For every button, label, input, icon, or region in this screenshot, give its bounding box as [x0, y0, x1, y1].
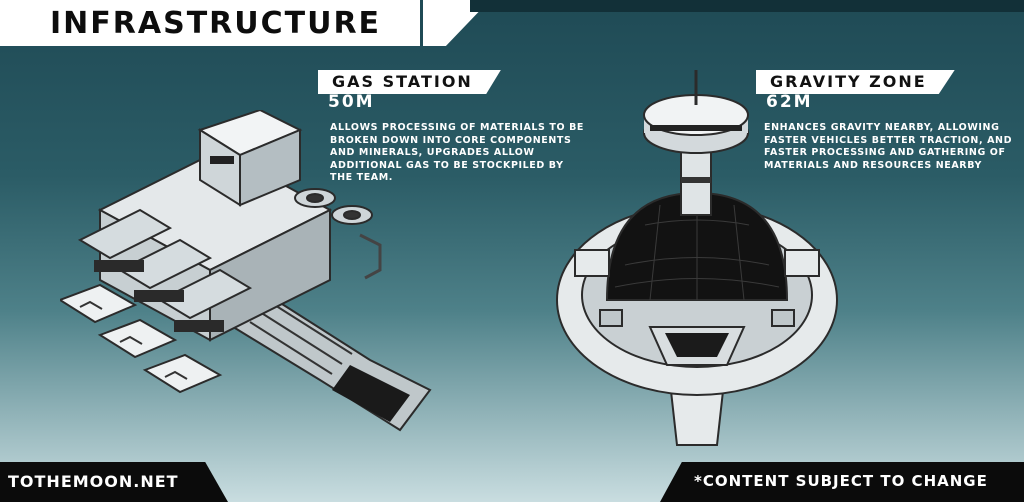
title-plate-stripe	[420, 0, 490, 46]
footer-disclaimer-plate: *CONTENT SUBJECT TO CHANGE	[660, 462, 1024, 502]
footer-site-plate: TOTHEMOON.NET	[0, 462, 228, 502]
gravity-zone-description: ENHANCES GRAVITY NEARBY, ALLOWING FASTER…	[764, 122, 1013, 171]
gas-station-name: GAS STATION	[318, 70, 501, 94]
title-plate	[0, 0, 490, 46]
footer-site-link[interactable]: TOTHEMOON.NET	[8, 472, 179, 491]
footer-disclaimer: *CONTENT SUBJECT TO CHANGE	[694, 472, 988, 490]
gravity-zone-model-image	[556, 70, 838, 446]
gravity-zone-name: GRAVITY ZONE	[756, 70, 955, 94]
gas-station-description: ALLOWS PROCESSING OF MATERIALS TO BE BRO…	[330, 122, 584, 183]
gas-station-model-image	[60, 110, 432, 432]
top-band	[470, 0, 1024, 12]
gas-station-cost: 50M	[328, 92, 375, 112]
gravity-zone-cost: 62M	[766, 92, 813, 112]
page-title: INFRASTRUCTURE	[50, 6, 382, 41]
